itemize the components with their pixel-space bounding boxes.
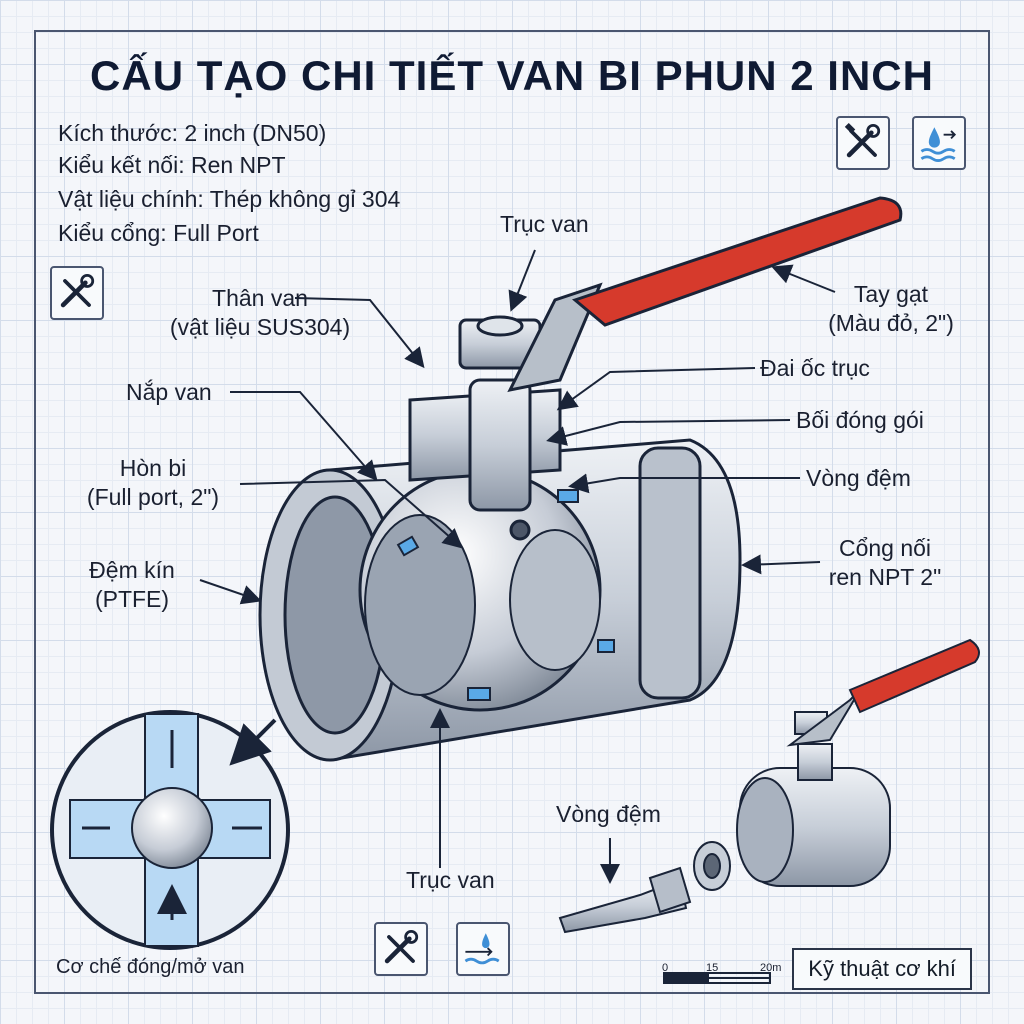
label-ball-line2: (Full port, 2") <box>86 484 220 510</box>
label-port: Cổng nối ren NPT 2" <box>810 534 960 592</box>
label-port-line2: ren NPT 2" <box>828 564 942 590</box>
mechanism-caption: Cơ chế đóng/mở van <box>56 956 245 978</box>
water-flow-icon-bottom <box>456 922 510 976</box>
red-handle <box>507 196 903 393</box>
mechanism-diagram <box>50 710 290 950</box>
label-ball-line1: Hòn bi <box>119 455 187 481</box>
valve-ball <box>358 468 602 712</box>
water-flow-icon <box>912 116 966 170</box>
label-seal-line2: (PTFE) <box>94 586 170 612</box>
drawing-frame <box>34 30 990 994</box>
valve-bonnet <box>408 315 562 541</box>
label-seal-line1: Đệm kín <box>89 557 175 583</box>
scale-tick-20m: 20m <box>760 962 782 974</box>
scale-tick-15: 15 <box>706 962 719 974</box>
label-stem-nut: Đai ốc trục <box>760 355 870 381</box>
wrench-screwdriver-icon-bottom <box>374 922 428 976</box>
label-seal: Đệm kín (PTFE) <box>72 556 192 614</box>
leader-lines <box>199 249 836 884</box>
label-stem-bottom: Trục van <box>406 867 495 893</box>
spec-size: Kích thước: 2 inch (DN50) <box>58 120 327 146</box>
label-bonnet: Nắp van <box>126 379 212 405</box>
scale-tick-0: 0 <box>662 962 669 974</box>
spec-connection: Kiểu kết nối: Ren NPT <box>58 152 286 178</box>
label-washer: Vòng đệm <box>806 465 911 491</box>
wrench-screwdriver-icon-left <box>50 266 104 320</box>
diagram-title: CẤU TẠO CHI TIẾT VAN BI PHUN 2 INCH <box>90 52 934 99</box>
wrench-screwdriver-icon <box>836 116 890 170</box>
exploded-view <box>558 638 980 934</box>
label-stem-top: Trục van <box>500 211 589 237</box>
label-handle: Tay gạt (Màu đỏ, 2") <box>816 280 966 338</box>
label-washer-exploded: Vòng đệm <box>556 801 661 827</box>
label-body-line1: Thân van <box>212 285 308 311</box>
label-body-line2: (vật liệu SUS304) <box>169 314 351 340</box>
spec-material: Vật liệu chính: Thép không gỉ 304 <box>58 186 401 212</box>
label-ball: Hòn bi (Full port, 2") <box>68 454 238 512</box>
label-handle-line2: (Màu đỏ, 2") <box>828 310 954 336</box>
spec-port-type: Kiểu cổng: Full Port <box>58 220 259 246</box>
footer-badge: Kỹ thuật cơ khí <box>792 948 972 990</box>
scale-bar-graphic <box>663 972 771 984</box>
label-handle-line1: Tay gạt <box>853 281 929 307</box>
label-body: Thân van (vật liệu SUS304) <box>160 284 360 342</box>
label-packing: Bối đóng gói <box>796 407 924 433</box>
label-port-line1: Cổng nối <box>838 535 932 561</box>
